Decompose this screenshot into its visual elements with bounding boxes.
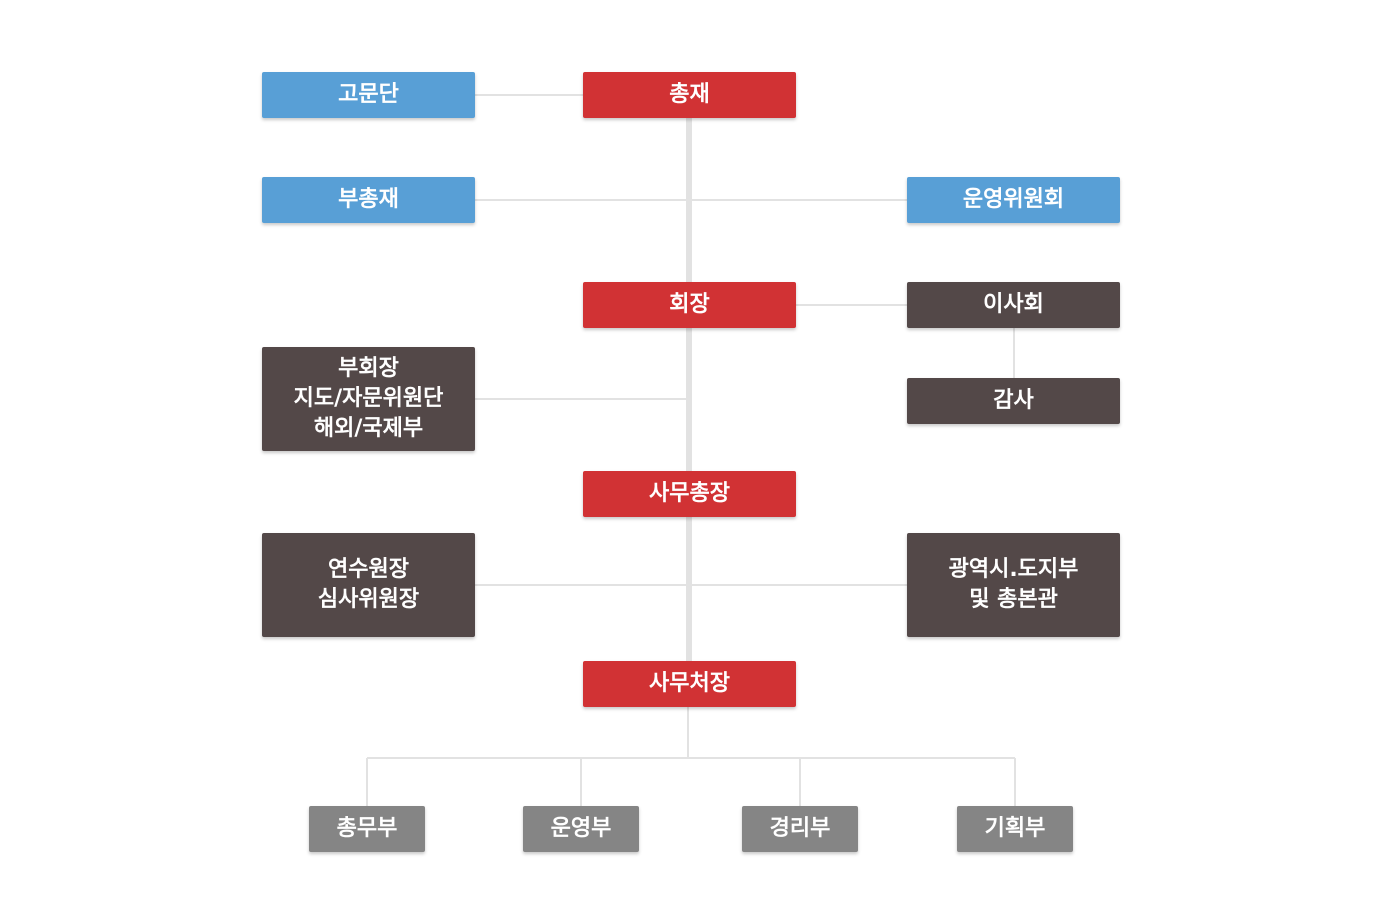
vice-chairman-label: 부총재: [338, 187, 399, 212]
office-director-label: 사무처장: [649, 671, 730, 696]
board-box: 이사회: [907, 282, 1120, 328]
department-label: 총무부: [336, 816, 398, 841]
review-chair-label: 심사위원장: [317, 587, 420, 612]
chairman-box: 총재: [583, 72, 796, 118]
department-box-operations: 운영부: [523, 806, 639, 852]
department-box-general-affairs: 총무부: [309, 806, 425, 852]
advisors-box: 고문단: [262, 72, 475, 118]
advisors-label: 고문단: [338, 82, 399, 107]
department-label: 경리부: [769, 816, 831, 841]
headquarters-label: 및 총본관: [969, 587, 1058, 612]
vice-president-label: 부회장: [338, 356, 399, 381]
audit-box: 감사: [907, 378, 1120, 424]
department-box-planning: 기획부: [957, 806, 1073, 852]
secretary-general-box: 사무총장: [583, 471, 796, 517]
office-director-box: 사무처장: [583, 661, 796, 707]
president-box: 회장: [583, 282, 796, 328]
audit-label: 감사: [993, 388, 1034, 413]
board-label: 이사회: [983, 292, 1044, 317]
department-label: 운영부: [550, 816, 612, 841]
training-director-label: 연수원장: [328, 557, 409, 582]
steering-committee-box: 운영위원회: [907, 177, 1120, 223]
chairman-label: 총재: [669, 82, 710, 107]
vice-chairman-box: 부총재: [262, 177, 475, 223]
advisory-committee-label: 지도/자문위원단: [293, 386, 444, 411]
department-box-accounting: 경리부: [742, 806, 858, 852]
international-dept-label: 해외/국제부: [313, 416, 424, 441]
training-review-group-box: 연수원장 심사위원장: [262, 533, 475, 637]
vice-president-group-box: 부회장 지도/자문위원단 해외/국제부: [262, 347, 475, 451]
steering-committee-label: 운영위원회: [962, 187, 1065, 212]
department-label: 기획부: [984, 816, 1046, 841]
regional-branches-label: 광역시.도지부: [948, 557, 1079, 582]
president-label: 회장: [669, 292, 710, 317]
secretary-general-label: 사무총장: [649, 481, 730, 506]
regional-group-box: 광역시.도지부 및 총본관: [907, 533, 1120, 637]
